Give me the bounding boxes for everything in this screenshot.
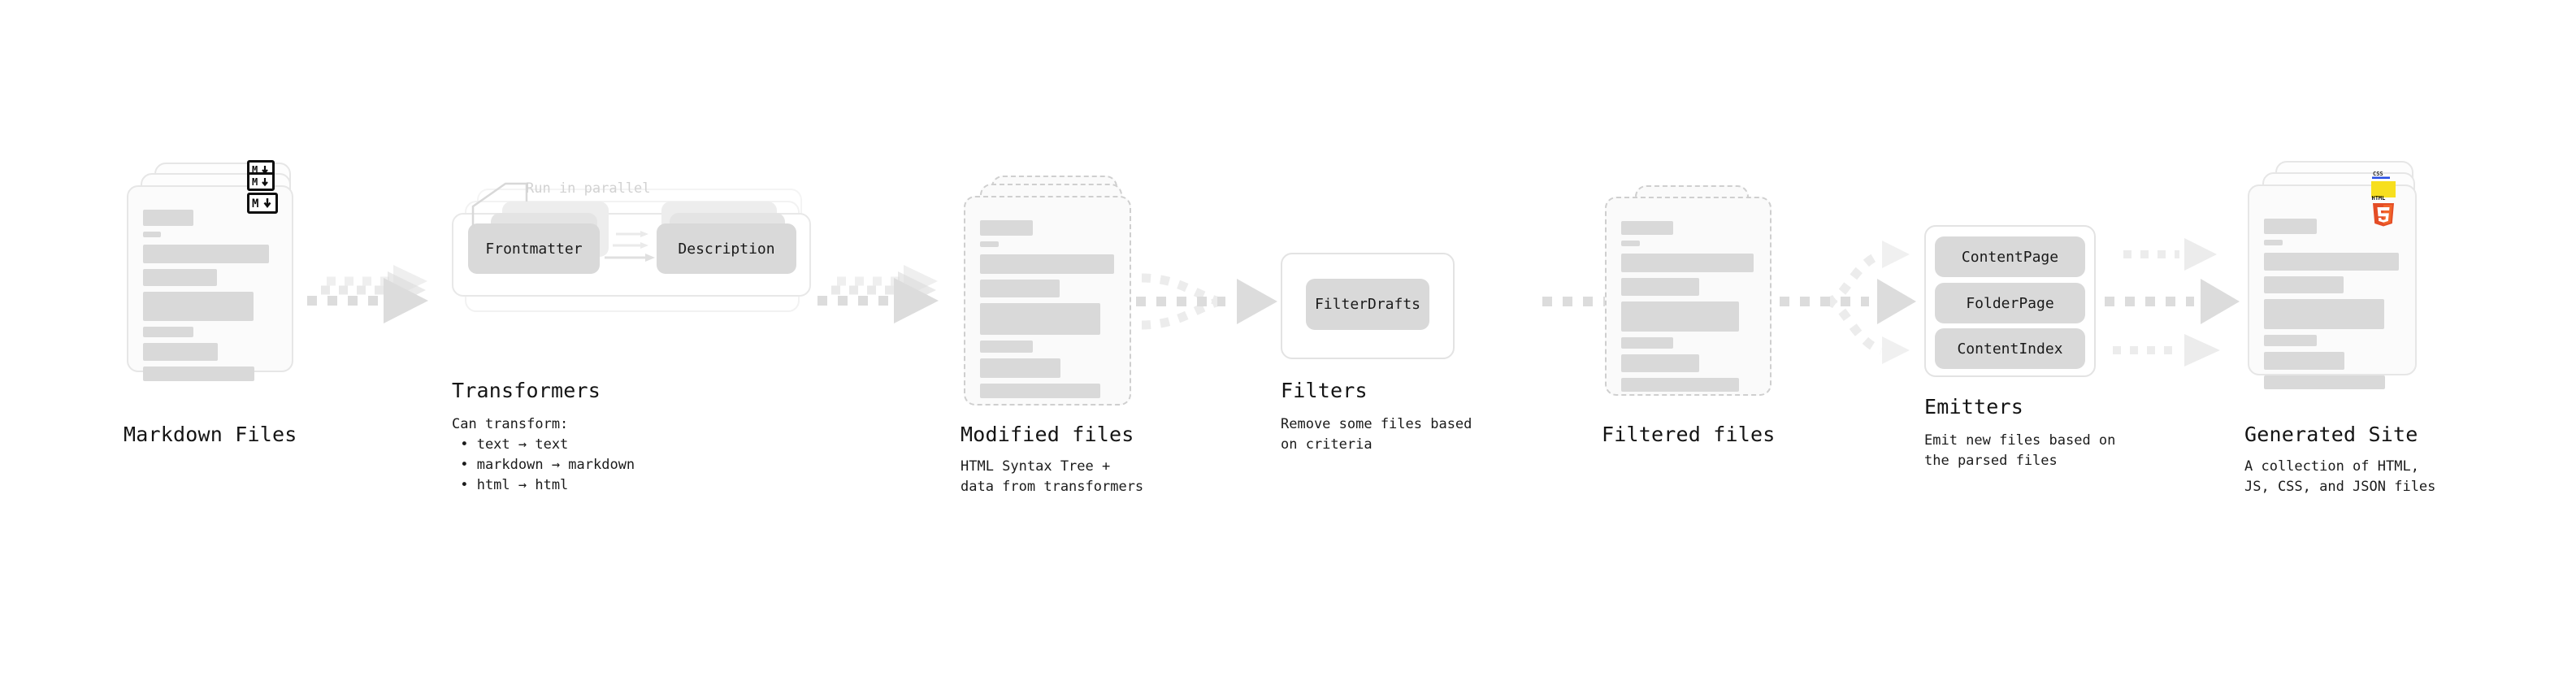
arrow-modified-to-filters	[1136, 273, 1277, 330]
modified-files-stack	[964, 176, 1151, 436]
doc-line	[980, 303, 1100, 335]
arrow-transformers-to-modified	[817, 265, 939, 323]
run-in-parallel-bracket	[471, 182, 528, 228]
doc-line	[1621, 241, 1640, 246]
doc-line	[980, 384, 1100, 398]
doc-line	[980, 358, 1060, 378]
doc-line	[1621, 278, 1699, 296]
css-badge-icon: CSS	[2371, 169, 2392, 180]
doc-line	[143, 367, 254, 381]
markdown-glyph: M	[252, 176, 268, 188]
filtered-files-title: Filtered files	[1602, 423, 1776, 446]
filters-subtitle: Remove some files based on criteria	[1281, 416, 1472, 453]
transformers-inner-arrows	[605, 231, 655, 262]
doc-line	[1621, 337, 1673, 349]
html5-glyph: HTML	[2372, 195, 2394, 227]
modified-doc-lines	[980, 220, 1115, 404]
markdown-files-stack: M M M	[127, 160, 314, 423]
doc-line	[980, 340, 1033, 353]
doc-line	[2264, 219, 2317, 234]
markdown-doc-front	[127, 185, 293, 381]
filters-title: Filters	[1281, 379, 1368, 402]
filtered-doc-front	[1605, 197, 1772, 396]
doc-line	[2264, 352, 2344, 370]
modified-files-title: Modified files	[961, 423, 1134, 446]
doc-line	[2264, 335, 2317, 346]
transformer-chip-description[interactable]: Description	[657, 223, 796, 274]
generated-site-title: Generated Site	[2244, 423, 2418, 446]
doc-line	[143, 269, 217, 286]
markdown-doc-lines	[143, 210, 277, 387]
doc-line	[1621, 301, 1739, 332]
run-in-parallel-label: Run in parallel	[526, 180, 651, 197]
svg-text:M: M	[252, 176, 258, 188]
svg-text:M: M	[252, 197, 258, 210]
filter-chip-filterdrafts[interactable]: FilterDrafts	[1306, 279, 1429, 330]
doc-line	[2264, 240, 2283, 245]
transformer-chip-frontmatter[interactable]: Frontmatter	[468, 223, 600, 274]
generated-site-subtitle: A collection of HTML, JS, CSS, and JSON …	[2244, 458, 2436, 495]
site-doc-lines	[2264, 219, 2400, 395]
filtered-doc-lines	[1621, 221, 1755, 397]
html5-badge-icon: HTML	[2370, 193, 2397, 228]
modified-doc-front	[964, 196, 1131, 406]
markdown-badge-icon: M	[247, 172, 275, 191]
doc-line	[980, 280, 1060, 297]
emitter-chip-folderpage[interactable]: FolderPage	[1935, 283, 2085, 323]
doc-line	[1621, 254, 1754, 272]
arrow-emitters-to-site	[2105, 238, 2240, 367]
doc-line	[980, 254, 1114, 274]
modified-files-subtitle: HTML Syntax Tree + data from transformer…	[961, 458, 1144, 495]
arrow-filtered-to-emitters	[1780, 241, 1916, 364]
transformers-title: Transformers	[452, 379, 601, 402]
transformers-subtitle: Can transform: • text → text • markdown …	[452, 416, 635, 493]
doc-line	[2264, 299, 2384, 329]
emitters-title: Emitters	[1924, 395, 2024, 419]
svg-text:CSS: CSS	[2373, 171, 2383, 177]
emitter-chip-contentpage[interactable]: ContentPage	[1935, 236, 2085, 277]
doc-line	[2264, 375, 2385, 389]
doc-line	[980, 220, 1033, 236]
css-glyph: CSS	[2372, 171, 2390, 179]
markdown-files-title: Markdown Files	[124, 423, 297, 446]
doc-line	[1621, 221, 1673, 235]
doc-line	[143, 210, 193, 226]
doc-line	[980, 241, 999, 247]
markdown-badge-icon: M	[247, 193, 278, 214]
doc-line	[1621, 378, 1739, 392]
doc-line	[2264, 253, 2399, 271]
arrow-markdown-to-transformers	[307, 265, 428, 323]
transformers-group: Frontmatter Description	[452, 182, 817, 358]
doc-line	[143, 343, 218, 361]
doc-line	[143, 232, 161, 237]
filtered-files-stack	[1605, 185, 1792, 445]
doc-line	[143, 245, 269, 263]
svg-text:M: M	[252, 164, 258, 176]
emitter-chip-contentindex[interactable]: ContentIndex	[1935, 328, 2085, 369]
doc-line	[1621, 354, 1699, 372]
doc-line	[143, 327, 193, 337]
markdown-glyph: M	[252, 197, 271, 210]
doc-line	[2264, 276, 2344, 293]
generated-site-stack: CSS HTML	[2248, 161, 2443, 429]
emitters-subtitle: Emit new files based on the parsed files	[1924, 432, 2116, 469]
js-badge-icon	[2371, 181, 2396, 197]
doc-line	[143, 292, 254, 321]
svg-text:HTML: HTML	[2372, 195, 2386, 202]
site-doc-front	[2248, 184, 2417, 389]
